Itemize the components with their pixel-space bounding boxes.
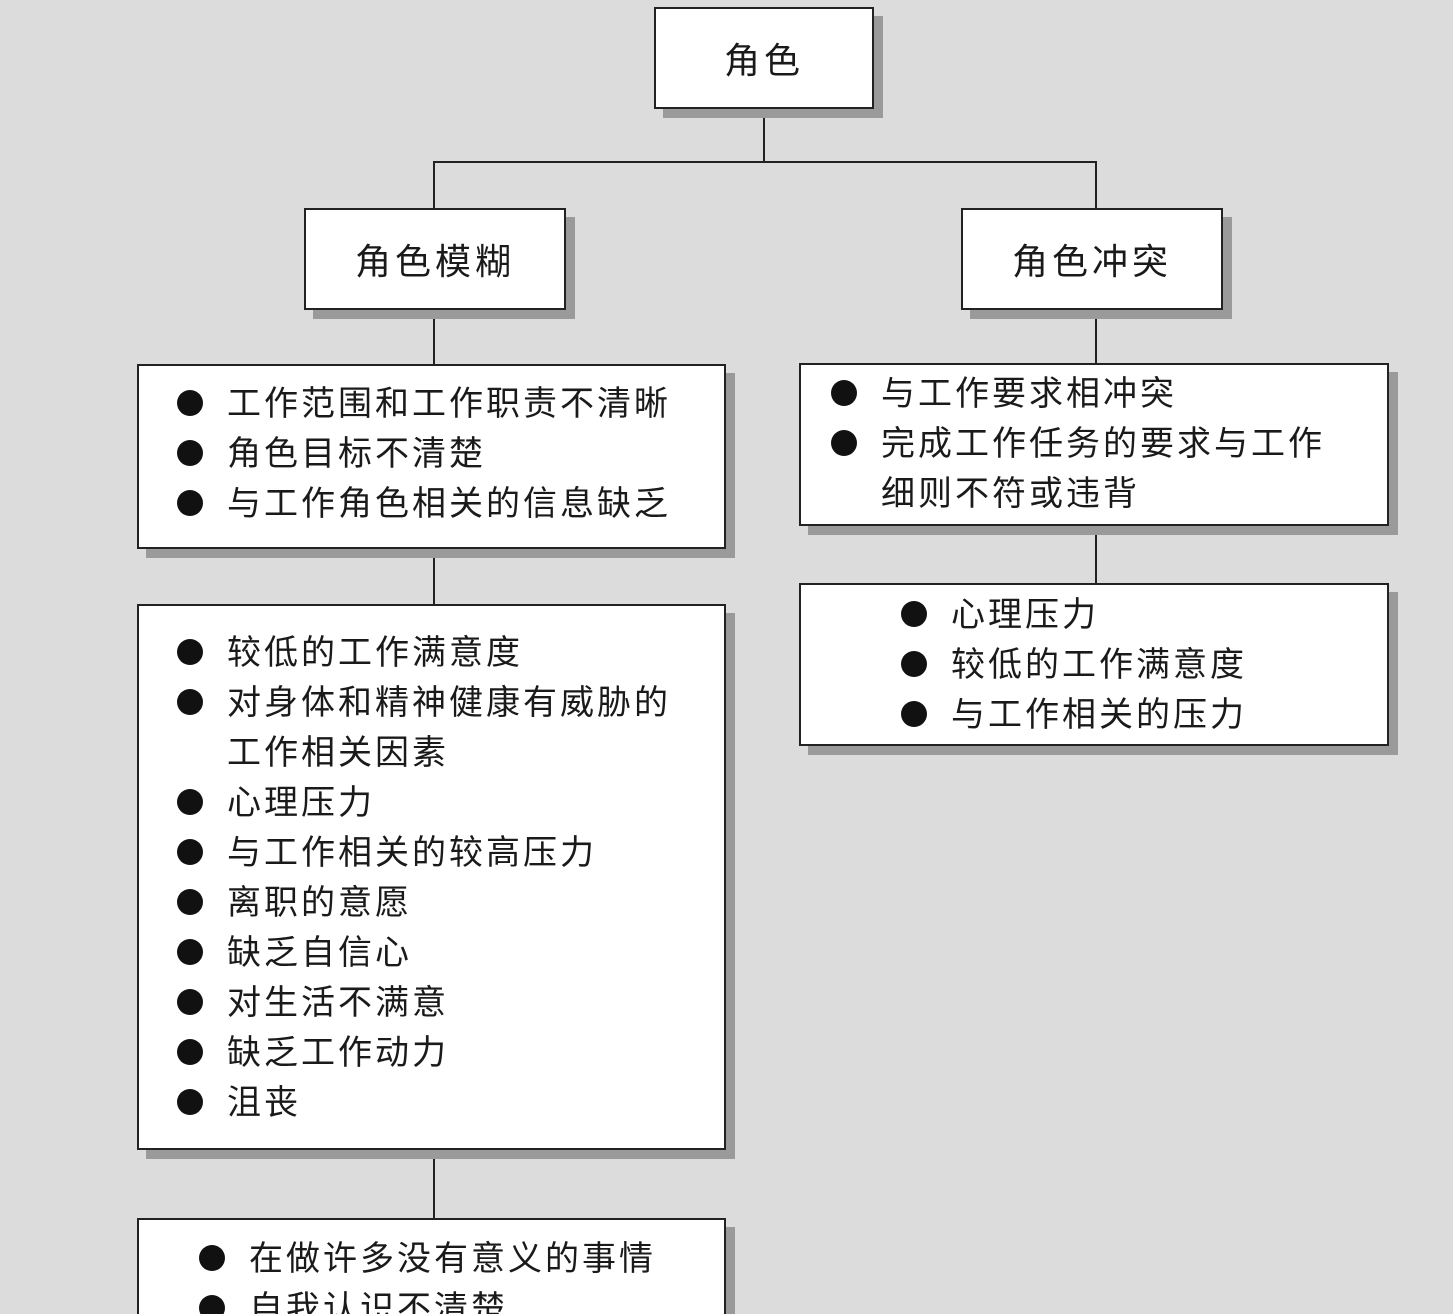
list-item-text: 完成工作任务的要求与工作: [881, 424, 1325, 464]
bullet-icon: [177, 390, 203, 416]
bullet-icon: [177, 889, 203, 915]
list-item-text: 与工作要求相冲突: [881, 374, 1177, 414]
list-item-text: 与工作相关的压力: [951, 695, 1247, 735]
ambiguity-outcomes-box: 在做许多没有意义的事情自我认识不清楚: [137, 1218, 726, 1314]
conflict-effects-box: 心理压力较低的工作满意度与工作相关的压力: [799, 583, 1389, 746]
list-item-text: 角色目标不清楚: [227, 434, 486, 474]
list-item-text: 对身体和精神健康有威胁的: [227, 683, 671, 723]
list-item: 完成工作任务的要求与工作细则不符或违背: [831, 419, 1387, 519]
list-item-text: 较低的工作满意度: [227, 633, 523, 673]
bullet-icon: [177, 1039, 203, 1065]
connector-ambiguity-outcomes: [433, 1158, 435, 1219]
bullet-icon: [901, 701, 927, 727]
list-item-text: 离职的意愿: [227, 883, 412, 923]
list-item: 沮丧: [177, 1078, 724, 1128]
bullet-icon: [831, 380, 857, 406]
list-item-text: 心理压力: [227, 783, 375, 823]
bullet-icon: [177, 440, 203, 466]
connector-ambiguity-causes: [433, 318, 435, 365]
bullet-icon: [177, 789, 203, 815]
list-item: 在做许多没有意义的事情: [199, 1234, 724, 1284]
ambiguity-causes-list: 工作范围和工作职责不清晰角色目标不清楚与工作角色相关的信息缺乏: [177, 379, 724, 529]
list-item-text: 自我认识不清楚: [249, 1289, 508, 1314]
list-item: 角色目标不清楚: [177, 429, 724, 479]
bullet-icon: [177, 1089, 203, 1115]
list-item-text: 心理压力: [951, 595, 1099, 635]
list-item: 对生活不满意: [177, 978, 724, 1028]
conflict-causes-box: 与工作要求相冲突完成工作任务的要求与工作细则不符或违背: [799, 363, 1389, 526]
role-conflict-node: 角色冲突: [961, 208, 1223, 310]
bullet-icon: [177, 689, 203, 715]
role-conflict-label: 角色冲突: [1011, 242, 1172, 283]
role-ambiguity-node: 角色模糊: [304, 208, 566, 310]
list-item-text: 工作范围和工作职责不清晰: [227, 384, 671, 424]
list-item: 与工作角色相关的信息缺乏: [177, 479, 724, 529]
list-item: 较低的工作满意度: [177, 628, 724, 678]
bullet-icon: [831, 430, 857, 456]
list-item: 与工作相关的较高压力: [177, 828, 724, 878]
connector-ambiguity-effects: [433, 558, 435, 605]
conflict-causes-list: 与工作要求相冲突完成工作任务的要求与工作细则不符或违背: [831, 369, 1387, 519]
bullet-icon: [177, 639, 203, 665]
list-item: 心理压力: [901, 590, 1387, 640]
list-item-text: 沮丧: [227, 1083, 301, 1123]
list-item: 缺乏自信心: [177, 928, 724, 978]
bullet-icon: [177, 490, 203, 516]
connector-to-conflict: [1095, 161, 1097, 209]
list-item-text: 在做许多没有意义的事情: [249, 1239, 656, 1279]
conflict-effects-list: 心理压力较低的工作满意度与工作相关的压力: [901, 590, 1387, 740]
list-item: 工作范围和工作职责不清晰: [177, 379, 724, 429]
bullet-icon: [199, 1295, 225, 1314]
bullet-icon: [901, 601, 927, 627]
list-item: 与工作要求相冲突: [831, 369, 1387, 419]
role-ambiguity-label: 角色模糊: [354, 242, 515, 283]
list-item: 离职的意愿: [177, 878, 724, 928]
list-item-text: 与工作角色相关的信息缺乏: [227, 484, 671, 524]
root-node-label: 角色: [723, 41, 804, 82]
bullet-icon: [177, 989, 203, 1015]
connector-horizontal: [433, 161, 1097, 163]
root-node: 角色: [654, 7, 874, 109]
list-item: 与工作相关的压力: [901, 690, 1387, 740]
ambiguity-effects-list: 较低的工作满意度对身体和精神健康有威胁的工作相关因素心理压力与工作相关的较高压力…: [177, 628, 724, 1128]
list-item-text: 缺乏工作动力: [227, 1033, 449, 1073]
bullet-icon: [199, 1245, 225, 1271]
list-item: 对身体和精神健康有威胁的工作相关因素: [177, 678, 724, 778]
ambiguity-causes-box: 工作范围和工作职责不清晰角色目标不清楚与工作角色相关的信息缺乏: [137, 364, 726, 549]
connector-to-ambiguity: [433, 161, 435, 209]
ambiguity-effects-box: 较低的工作满意度对身体和精神健康有威胁的工作相关因素心理压力与工作相关的较高压力…: [137, 604, 726, 1150]
list-item-text: 工作相关因素: [227, 733, 449, 773]
list-item-text: 与工作相关的较高压力: [227, 833, 597, 873]
list-item: 较低的工作满意度: [901, 640, 1387, 690]
list-item-text: 缺乏自信心: [227, 933, 412, 973]
list-item-text: 细则不符或违背: [881, 474, 1140, 514]
bullet-icon: [177, 939, 203, 965]
list-item-text: 对生活不满意: [227, 983, 449, 1023]
bullet-icon: [901, 651, 927, 677]
list-item-text: 较低的工作满意度: [951, 645, 1247, 685]
connector-root-down: [763, 110, 765, 162]
connector-conflict-effects: [1095, 535, 1097, 584]
list-item: 自我认识不清楚: [199, 1284, 724, 1314]
connector-conflict-causes: [1095, 318, 1097, 364]
bullet-icon: [177, 839, 203, 865]
list-item: 缺乏工作动力: [177, 1028, 724, 1078]
ambiguity-outcomes-list: 在做许多没有意义的事情自我认识不清楚: [199, 1234, 724, 1314]
list-item: 心理压力: [177, 778, 724, 828]
